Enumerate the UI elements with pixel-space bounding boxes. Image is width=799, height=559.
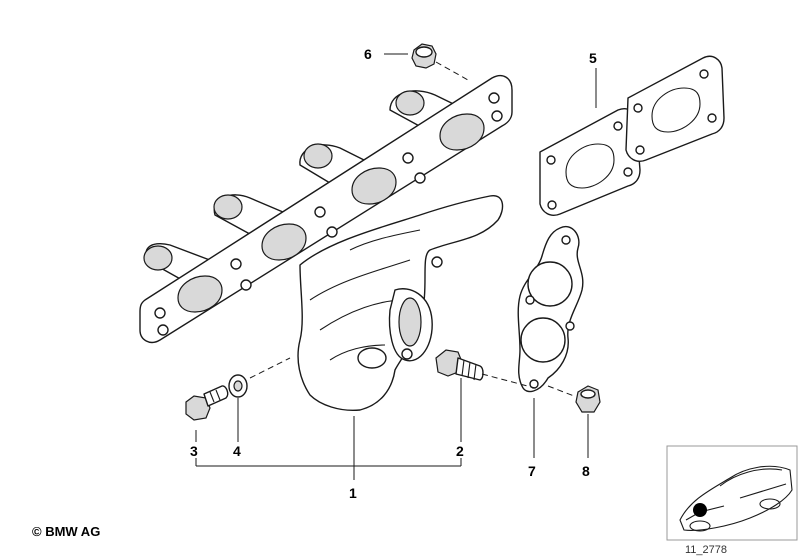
copyright-label: © BMW AG — [32, 524, 101, 539]
outlet-gasket[interactable] — [517, 225, 584, 393]
callout-2: 2 — [456, 443, 464, 459]
hex-bolt-left[interactable] — [185, 385, 229, 421]
flange-nut-top[interactable] — [411, 43, 437, 69]
location-marker-icon — [693, 503, 707, 517]
exhaust-gasket-upper[interactable] — [539, 55, 725, 216]
callout-8: 8 — [582, 463, 590, 479]
callout-3: 3 — [190, 443, 198, 459]
exhaust-manifold[interactable] — [139, 74, 513, 412]
callout-7: 7 — [528, 463, 536, 479]
callout-4: 4 — [233, 443, 241, 459]
callout-1: 1 — [349, 485, 357, 501]
callout-6: 6 — [364, 46, 372, 62]
callout-5: 5 — [589, 50, 597, 66]
hex-nut-right[interactable] — [575, 385, 601, 413]
washer[interactable] — [228, 374, 248, 398]
hex-bolt-center[interactable] — [435, 349, 484, 381]
diagram-reference-code: 11_2778 — [685, 544, 728, 556]
leader-lines — [195, 53, 597, 480]
vehicle-location-thumbnail[interactable] — [666, 445, 798, 541]
